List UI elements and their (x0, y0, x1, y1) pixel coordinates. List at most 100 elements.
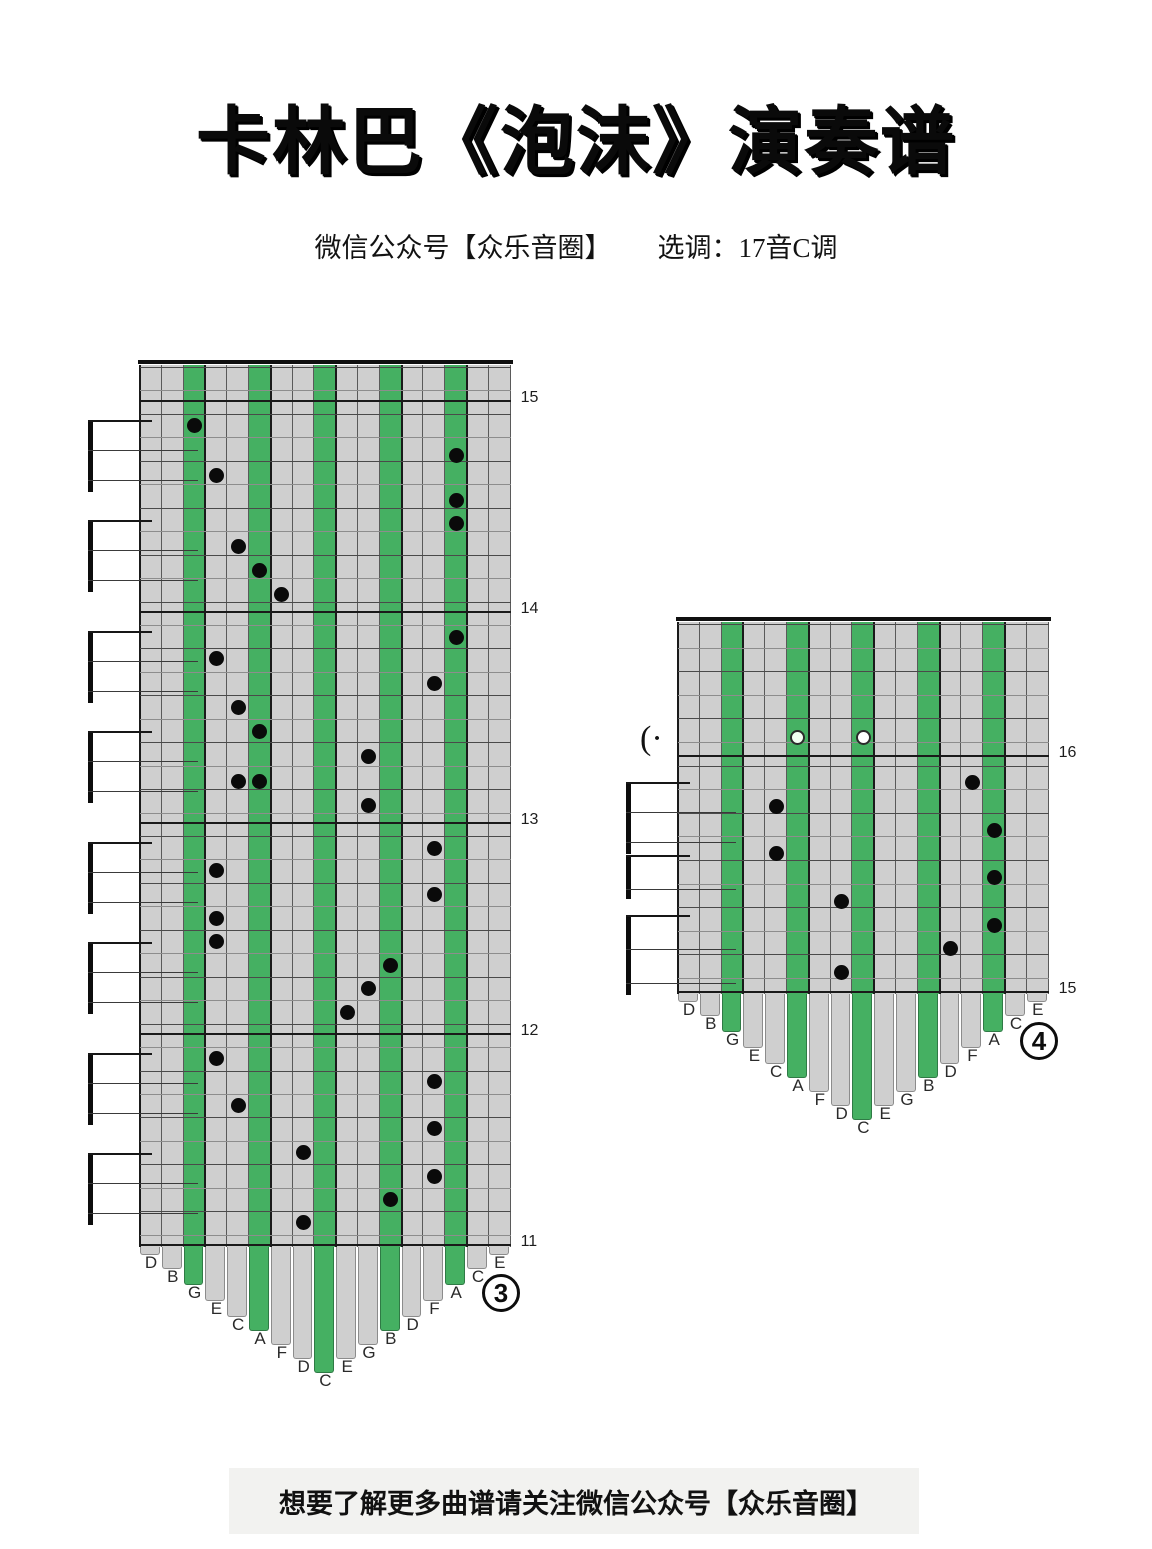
note-A[interactable] (448, 492, 464, 508)
tine-C-9[interactable] (314, 1247, 335, 1373)
beam-stem (88, 420, 93, 492)
note-G[interactable] (361, 748, 377, 764)
note-G[interactable] (361, 797, 377, 813)
tine-B-12[interactable] (917, 994, 938, 1078)
beat-line-strong (140, 1023, 511, 1025)
tine-G-3[interactable] (721, 994, 742, 1032)
tine-A-15[interactable] (983, 994, 1003, 1032)
tine-label-G-3: G (187, 1283, 202, 1302)
note-A[interactable] (986, 822, 1002, 838)
tine-column-G-3 (721, 622, 744, 994)
tine-E-10[interactable] (336, 1247, 356, 1359)
note-B[interactable] (383, 1191, 399, 1207)
tine-E-4[interactable] (743, 994, 764, 1048)
column-divider (400, 365, 403, 1247)
note-A[interactable] (448, 629, 464, 645)
tine-F-7[interactable] (270, 1247, 291, 1345)
bar-number: 16 (1058, 744, 1077, 761)
tine-label-C-5: C (770, 1062, 783, 1081)
take-number-badge: 4 (1020, 1022, 1058, 1060)
tine-label-D-8: D (835, 1104, 848, 1123)
tine-F-14[interactable] (961, 994, 982, 1048)
note-C[interactable] (230, 538, 246, 554)
note-C[interactable] (230, 1097, 246, 1113)
tine-F-7[interactable] (808, 994, 829, 1092)
tine-D-13[interactable] (401, 1247, 422, 1317)
note-A[interactable] (448, 447, 464, 463)
tine-F-14[interactable] (423, 1247, 444, 1301)
tine-B-12[interactable] (379, 1247, 400, 1331)
tine-A-6[interactable] (787, 994, 807, 1078)
beam-rail (626, 855, 690, 857)
tine-A-15[interactable] (445, 1247, 465, 1285)
note-A[interactable] (986, 869, 1002, 885)
tine-E-10[interactable] (874, 994, 894, 1106)
tine-C-16[interactable] (1005, 994, 1025, 1016)
note-F[interactable] (426, 675, 442, 691)
note-F[interactable] (426, 840, 442, 856)
note-D[interactable] (834, 964, 849, 980)
note-C[interactable] (230, 773, 246, 789)
tine-label-C-5: C (232, 1315, 245, 1334)
tine-A-6[interactable] (249, 1247, 269, 1331)
tine-D-1[interactable] (140, 1247, 160, 1255)
tine-E-4[interactable] (205, 1247, 226, 1301)
tine-E-17[interactable] (1026, 994, 1047, 1002)
note-A[interactable] (986, 917, 1002, 933)
tine-D-8[interactable] (830, 994, 851, 1106)
tine-C-9[interactable] (852, 994, 873, 1120)
tine-G-11[interactable] (358, 1247, 378, 1345)
note-A[interactable] (252, 723, 268, 739)
note-E[interactable] (339, 1004, 355, 1020)
note-E[interactable] (208, 862, 224, 878)
tine-label-C-9: C (319, 1371, 332, 1390)
note-A[interactable] (790, 729, 806, 745)
tine-G-3[interactable] (183, 1247, 204, 1285)
note-E[interactable] (208, 910, 224, 926)
tine-D-13[interactable] (939, 994, 960, 1064)
beat-line (678, 883, 1049, 885)
note-E[interactable] (208, 933, 224, 949)
beat-line (140, 812, 511, 814)
note-G[interactable] (187, 417, 202, 433)
note-E[interactable] (208, 1050, 224, 1066)
note-C[interactable] (855, 729, 871, 745)
column-divider (807, 622, 810, 994)
note-C[interactable] (768, 845, 784, 861)
tine-label-G-11: G (900, 1090, 914, 1109)
tine-B-2[interactable] (699, 994, 720, 1016)
note-F[interactable] (426, 886, 442, 902)
note-F[interactable] (426, 1168, 442, 1184)
tine-C-5[interactable] (765, 994, 785, 1064)
note-E[interactable] (208, 650, 224, 666)
note-E[interactable] (208, 467, 224, 483)
tine-C-16[interactable] (467, 1247, 487, 1269)
note-D[interactable] (296, 1214, 311, 1230)
tine-E-17[interactable] (488, 1247, 509, 1255)
tine-D-8[interactable] (292, 1247, 313, 1359)
beat-line (140, 906, 511, 908)
tine-label-E-17: E (1032, 1000, 1044, 1019)
note-D[interactable] (943, 940, 958, 956)
note-F[interactable] (426, 1073, 442, 1089)
tine-label-A-6: A (254, 1329, 266, 1348)
note-B[interactable] (383, 957, 399, 973)
column-divider (829, 622, 831, 994)
note-F[interactable] (964, 774, 980, 790)
tine-C-5[interactable] (227, 1247, 247, 1317)
tine-D-1[interactable] (678, 994, 698, 1002)
note-A[interactable] (448, 515, 464, 531)
note-C[interactable] (230, 699, 246, 715)
note-D[interactable] (834, 893, 849, 909)
note-A[interactable] (252, 562, 268, 578)
note-G[interactable] (361, 980, 377, 996)
beat-line (140, 578, 511, 580)
tine-B-2[interactable] (161, 1247, 182, 1269)
column-divider (466, 365, 468, 1247)
note-F[interactable] (274, 586, 290, 602)
note-A[interactable] (252, 773, 268, 789)
note-D[interactable] (296, 1144, 311, 1160)
note-F[interactable] (426, 1120, 442, 1136)
note-C[interactable] (768, 798, 784, 814)
tine-G-11[interactable] (896, 994, 916, 1092)
